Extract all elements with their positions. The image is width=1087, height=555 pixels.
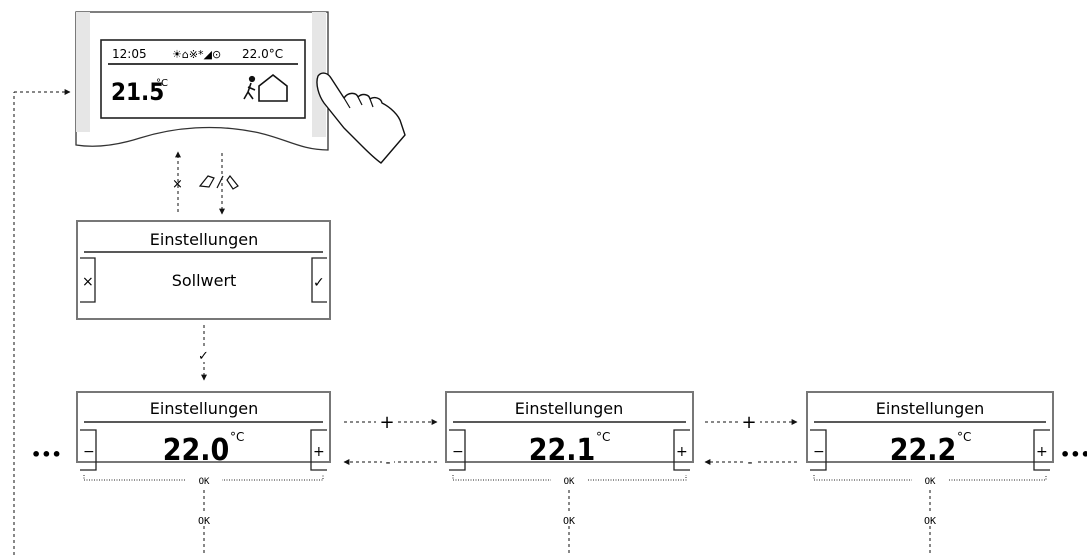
away-mode-icon <box>243 73 288 102</box>
device-left-edge <box>76 12 90 132</box>
increment-arrow-1: + <box>344 412 438 433</box>
ok-label: OK <box>925 477 936 487</box>
ok-arrow-label: OK <box>563 516 575 527</box>
device-time: 12:05 <box>112 47 147 61</box>
increment-label: + <box>379 412 394 433</box>
value-panel-frame <box>76 391 331 463</box>
minus-button[interactable]: − <box>80 429 97 471</box>
cancel-icon: × <box>82 274 94 290</box>
exit-arrow-label: × <box>172 177 183 192</box>
decrement-arrow-1: - <box>343 454 437 471</box>
ellipsis-right: ••• <box>1060 445 1087 464</box>
minus-button[interactable]: − <box>810 429 827 471</box>
ok-arrow-label: OK <box>198 516 210 527</box>
device-status-icons: ☀⌂※*◢⊙ <box>172 48 221 61</box>
increment-label: + <box>741 412 756 433</box>
decrement-arrow-2: - <box>704 454 797 471</box>
value-panel-title: Einstellungen <box>876 399 984 418</box>
value-panel-3: Einstellungen − 22.2 °C + OK <box>806 391 1054 487</box>
menu-panel-title: Einstellungen <box>150 230 258 249</box>
plus-icon: + <box>676 444 688 460</box>
return-loop-arrow <box>13 89 71 555</box>
setpoint-unit: °C <box>230 430 244 444</box>
plus-icon: + <box>1036 444 1048 460</box>
decrement-label: - <box>747 455 752 471</box>
ok-label: OK <box>199 477 210 487</box>
setpoint-value: 22.0 <box>163 433 230 468</box>
ok-button[interactable]: OK <box>83 474 324 487</box>
ok-arrow-2: OK <box>558 490 580 555</box>
menu-item-sollwert[interactable]: Sollwert <box>172 271 237 290</box>
thermostat-device: 12:05 ☀⌂※*◢⊙ 22.0°C 21.5 °C <box>75 11 406 164</box>
ok-arrow-3: OK <box>919 490 941 555</box>
device-display <box>100 39 306 119</box>
value-panel-frame <box>806 391 1054 463</box>
menu-panel-frame <box>76 220 331 320</box>
swipe-gesture-icon <box>198 175 239 190</box>
plus-icon: + <box>313 444 325 460</box>
check-icon: ✓ <box>313 275 325 291</box>
ok-label: OK <box>564 477 575 487</box>
confirm-button[interactable]: ✓ <box>311 257 327 303</box>
minus-icon: − <box>813 444 825 460</box>
cancel-button[interactable]: × <box>80 257 96 303</box>
device-temperature-unit: °C <box>156 78 168 89</box>
device-setpoint: 22.0°C <box>242 47 283 61</box>
minus-button[interactable]: − <box>449 429 466 471</box>
select-arrow-check-label: ✓ <box>198 349 209 364</box>
setpoint-value: 22.1 <box>529 433 596 468</box>
ok-button[interactable]: OK <box>813 474 1047 487</box>
hand-pointing-icon <box>316 72 406 164</box>
ok-arrow-1: OK <box>193 490 215 555</box>
minus-icon: − <box>452 444 464 460</box>
value-panel-2: Einstellungen − 22.1 °C + OK <box>445 391 694 487</box>
ok-arrow-label: OK <box>924 516 936 527</box>
value-panel-title: Einstellungen <box>150 399 258 418</box>
value-panel-title: Einstellungen <box>515 399 623 418</box>
ok-button[interactable]: OK <box>452 474 687 487</box>
value-panel-frame <box>445 391 694 463</box>
setpoint-unit: °C <box>957 430 971 444</box>
minus-icon: − <box>83 444 95 460</box>
menu-panel: Einstellungen × Sollwert ✓ <box>76 220 331 320</box>
plus-button[interactable]: + <box>310 429 327 471</box>
plus-button[interactable]: + <box>1033 429 1050 471</box>
setpoint-value: 22.2 <box>890 433 957 468</box>
plus-button[interactable]: + <box>673 429 690 471</box>
value-panel-1: Einstellungen − 22.0 °C + OK <box>76 391 331 487</box>
increment-arrow-2: + <box>705 412 798 433</box>
setpoint-unit: °C <box>596 430 610 444</box>
device-temperature: 21.5 <box>111 78 164 106</box>
value-panels: Einstellungen − 22.0 °C + OK Einstellung… <box>76 391 1054 487</box>
decrement-label: - <box>385 455 390 471</box>
ellipsis-left: ••• <box>31 445 62 464</box>
